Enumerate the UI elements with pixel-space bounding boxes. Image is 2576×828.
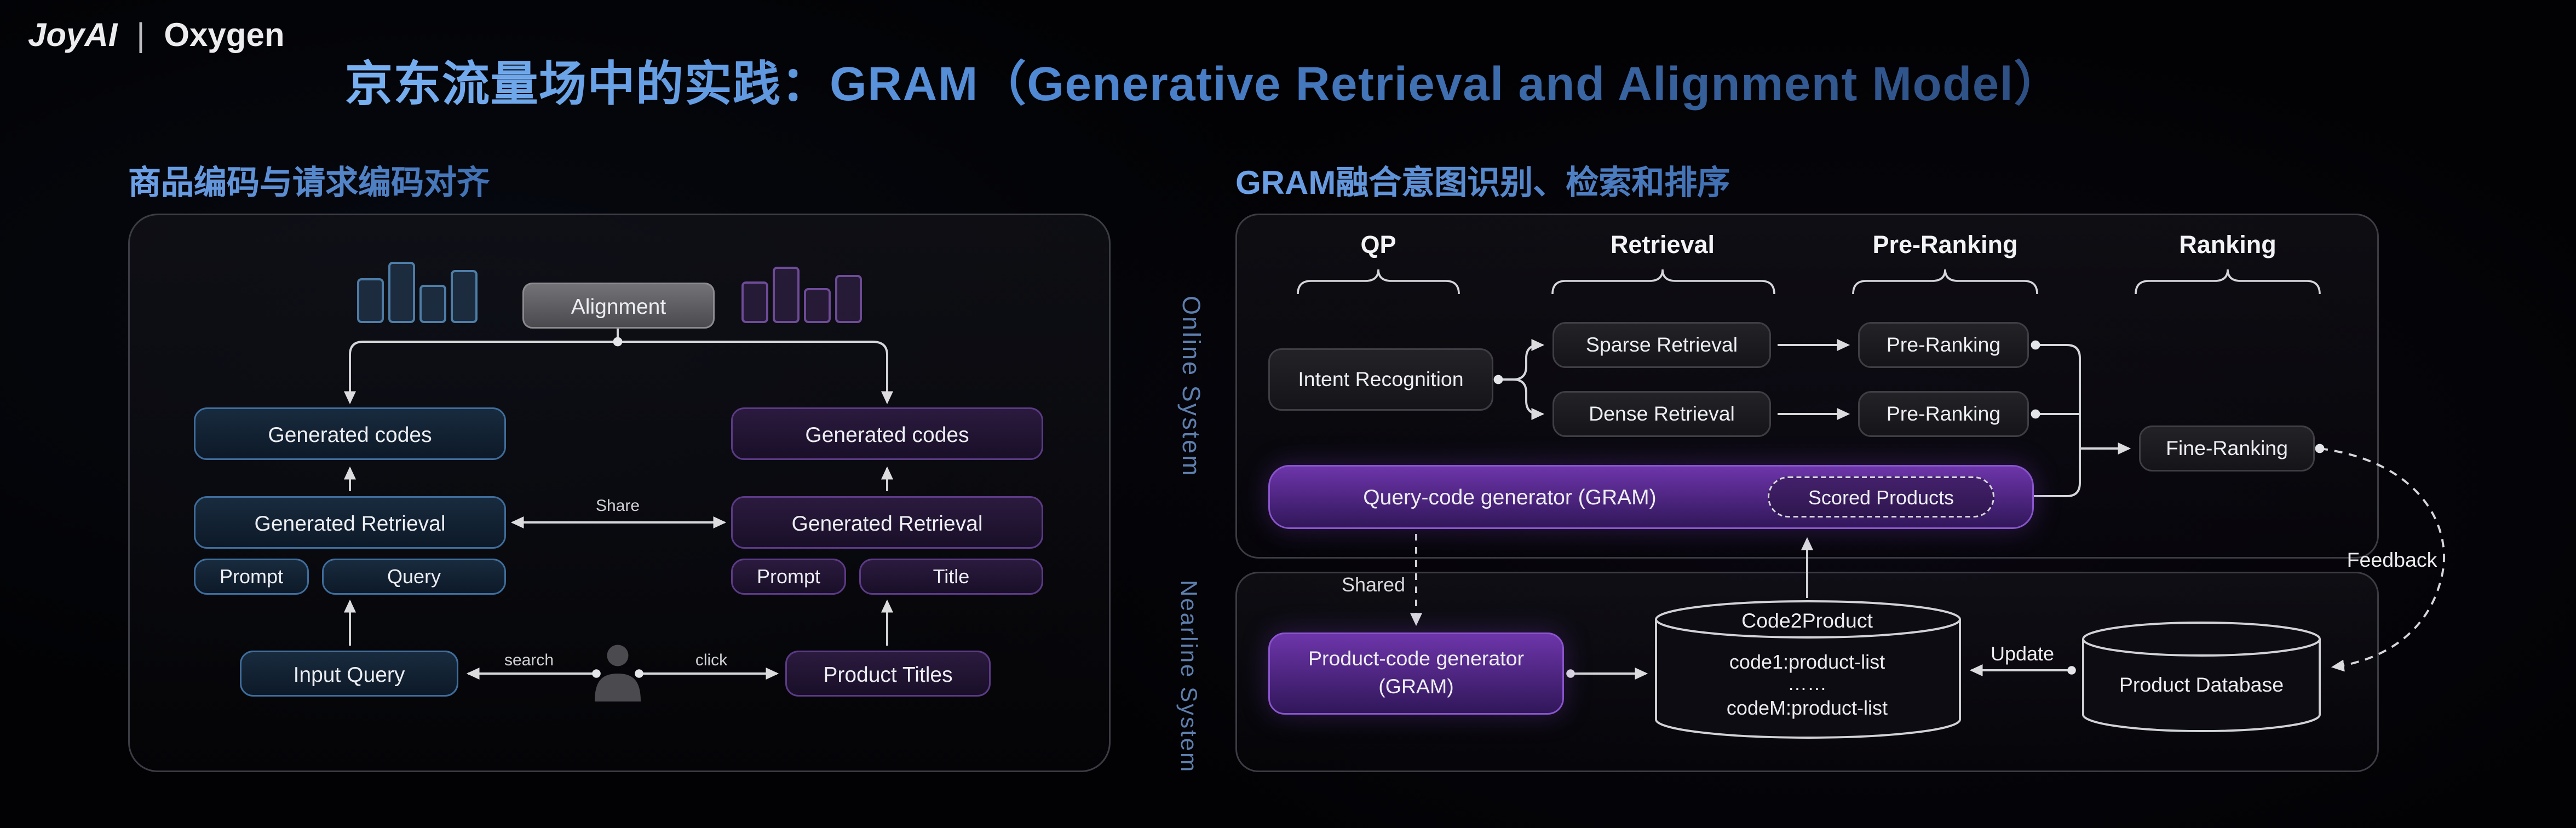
dense-retrieval-box: Dense Retrieval (1553, 391, 1771, 437)
input-query-box: Input Query (240, 651, 458, 697)
update-label: Update (1990, 642, 2055, 665)
feedback-label: Feedback (2347, 549, 2437, 572)
left-section-header: 商品编码与请求编码对齐 (128, 156, 490, 204)
query-box: Query (322, 559, 506, 595)
shared-label: Shared (1341, 573, 1406, 596)
code2product-ellipsis: …… (1787, 672, 1827, 695)
sparse-retrieval-box: Sparse Retrieval (1553, 322, 1771, 368)
fine-ranking-box: Fine-Ranking (2139, 426, 2315, 472)
search-label: search (504, 652, 554, 670)
query-code-generator-box: Query-code generator (GRAM) (1268, 465, 2034, 529)
product-code-generator-box: Product-code generator (GRAM) (1268, 633, 1564, 715)
brand-logo: JoyAI | Oxygen (28, 18, 284, 56)
generated-codes-title-box: Generated codes (731, 407, 1043, 460)
product-code-generator-line1: Product-code generator (1308, 647, 1525, 671)
brand-divider: | (136, 18, 145, 54)
generated-codes-query-box: Generated codes (194, 407, 506, 460)
column-header-ranking: Ranking (2179, 232, 2276, 260)
prompt-title-box: Prompt (731, 559, 846, 595)
column-header-qp: QP (1360, 232, 1396, 260)
column-header-retrieval: Retrieval (1610, 232, 1715, 260)
prompt-query-box: Prompt (194, 559, 309, 595)
alignment-box: Alignment (522, 283, 715, 329)
pre-ranking-top-box: Pre-Ranking (1858, 322, 2029, 368)
code2product-row1: code1:product-list (1729, 651, 1885, 674)
online-system-label: Online System (1176, 296, 1204, 478)
generated-retrieval-title-box: Generated Retrieval (731, 496, 1043, 549)
product-titles-box: Product Titles (785, 651, 991, 697)
product-database-label: Product Database (2119, 674, 2284, 697)
scored-products-box: Scored Products (1768, 476, 1994, 518)
intent-recognition-box: Intent Recognition (1268, 348, 1493, 411)
code2product-row2: codeM:product-list (1726, 697, 1888, 720)
product-code-generator-line2: (GRAM) (1378, 675, 1454, 698)
share-label: Share (595, 498, 640, 516)
pre-ranking-bottom-box: Pre-Ranking (1858, 391, 2029, 437)
click-label: click (695, 652, 728, 670)
right-section-header: GRAM融合意图识别、检索和排序 (1235, 156, 1730, 204)
column-header-pre-ranking: Pre-Ranking (1872, 232, 2018, 260)
page-title: 京东流量场中的实践：GRAM（Generative Retrieval and … (345, 46, 2062, 115)
code2product-title: Code2Product (1741, 610, 1873, 633)
nearline-system-label: Nearline System (1176, 580, 1203, 774)
brand-oxygen: Oxygen (164, 18, 285, 54)
brand-joyai: JoyAI (28, 18, 118, 54)
generated-retrieval-query-box: Generated Retrieval (194, 496, 506, 549)
title-box: Title (859, 559, 1043, 595)
